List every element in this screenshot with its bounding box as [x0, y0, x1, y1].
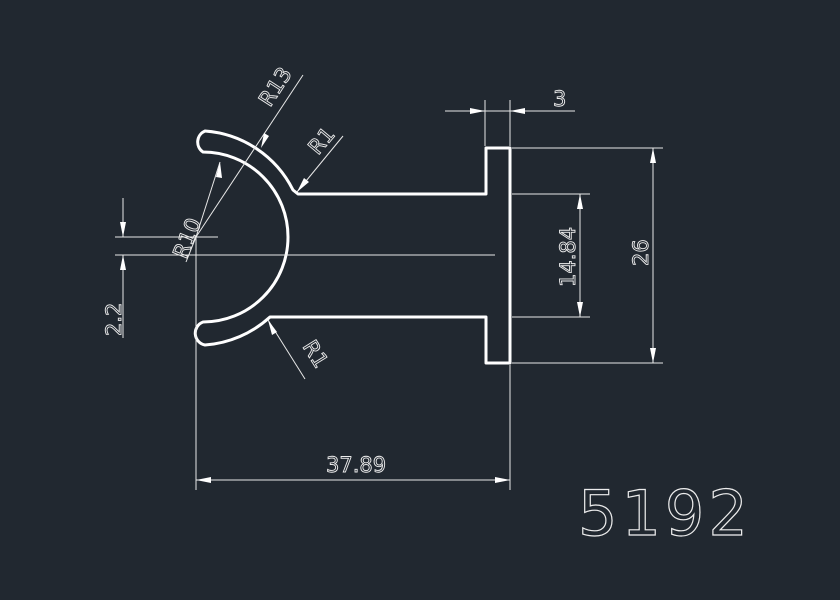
dim-flange-height: 26: [512, 147, 663, 364]
dim-text-overall-length: 37.89: [326, 453, 386, 477]
dim-center-offset: 2.2: [102, 198, 126, 338]
dim-overall-length: 37.89: [196, 365, 511, 490]
center-lines: [115, 236, 495, 490]
dim-radius-inner: R10: [168, 161, 222, 262]
dim-fillet-top: R1: [296, 122, 344, 193]
dim-text-stem-height: 14.84: [556, 227, 580, 287]
dim-text-flange-height: 26: [629, 239, 653, 266]
profile-outline: [193, 129, 512, 365]
dim-fillet-bottom: R1: [267, 319, 333, 380]
dim-radius-outer: R13: [195, 63, 304, 238]
dim-flange-thickness: 3: [445, 87, 575, 146]
dim-text-fillet-bottom: R1: [298, 336, 333, 372]
dim-text-radius-outer: R13: [254, 63, 297, 111]
dim-stem-height: 14.84: [512, 193, 590, 318]
dim-text-fillet-top: R1: [303, 122, 339, 159]
part-number: 5192: [578, 477, 752, 550]
dim-text-center-offset: 2.2: [102, 303, 126, 336]
dim-text-flange-thickness: 3: [553, 87, 566, 111]
